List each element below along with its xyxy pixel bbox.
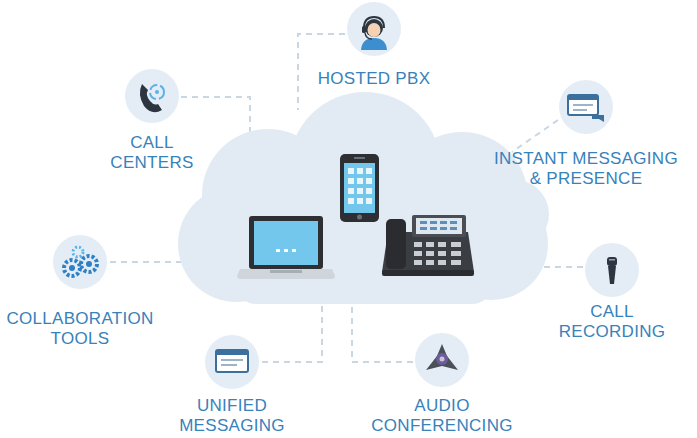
feature-label: AUDIO CONFERENCING	[368, 396, 516, 436]
microphone-icon	[607, 257, 617, 284]
desk-phone-icon	[382, 215, 474, 276]
feature-node: CALL CENTERS	[106, 133, 198, 173]
message-icon	[216, 350, 248, 372]
icon-circles	[53, 2, 639, 389]
feature-label: CALL CENTERS	[106, 133, 198, 173]
feature-node: AUDIO CONFERENCING	[368, 396, 516, 436]
chat-icon	[568, 95, 604, 122]
cloud-shape	[178, 92, 549, 304]
feature-node: UNIFIED MESSAGING	[173, 396, 291, 436]
smartphone-icon	[340, 154, 379, 222]
feature-node: CALL RECORDING	[551, 302, 673, 342]
feature-label: COLLABORATION TOOLS	[4, 309, 156, 349]
feature-node: HOSTED PBX	[294, 69, 454, 89]
operator-icon	[361, 17, 387, 50]
feature-node: INSTANT MESSAGING & PRESENCE	[491, 149, 681, 189]
feature-label: UNIFIED MESSAGING	[173, 396, 291, 436]
feature-label: CALL RECORDING	[551, 302, 673, 342]
conference-phone-icon	[426, 344, 458, 370]
feature-label: INSTANT MESSAGING & PRESENCE	[491, 149, 681, 189]
gears-icon	[64, 247, 97, 276]
feature-label: HOSTED PBX	[294, 69, 454, 89]
leader-lines	[110, 34, 583, 362]
feature-node: COLLABORATION TOOLS	[4, 309, 156, 349]
laptop-icon	[237, 216, 335, 279]
call-center-icon	[140, 84, 164, 112]
